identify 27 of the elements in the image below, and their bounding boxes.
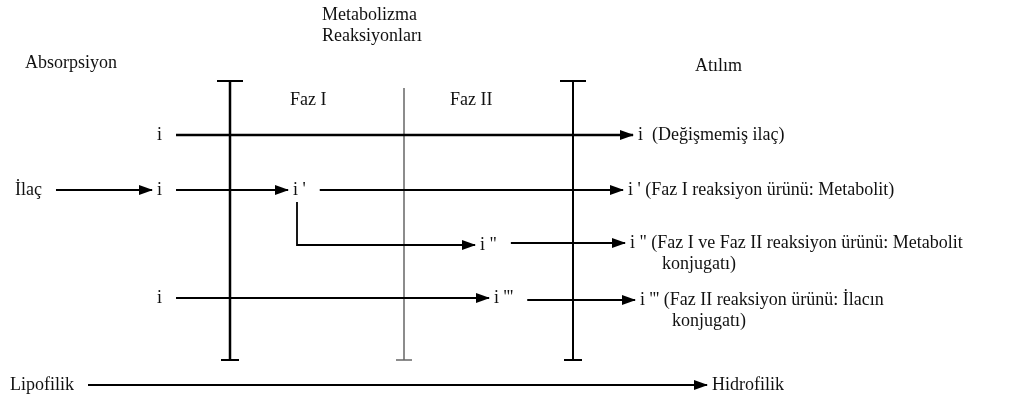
node-label: Lipofilik: [10, 374, 74, 395]
arrow: [318, 185, 624, 195]
node-label: i ''': [494, 287, 514, 308]
arrow: [87, 380, 708, 390]
node-label: i (Değişmemiş ilaç): [638, 124, 785, 145]
arrow: [175, 185, 289, 195]
arrow: [175, 293, 490, 303]
node-label: i: [157, 287, 162, 308]
node-label: i: [157, 124, 162, 145]
node-label: İlaç: [15, 179, 42, 200]
node-label: i: [157, 179, 162, 200]
node-label: Hidrofilik: [712, 374, 784, 395]
node-label: i ': [293, 179, 306, 200]
heading-label: Metabolizma Reaksiyonları: [322, 4, 423, 46]
heading-label: Absorpsiyon: [25, 52, 117, 73]
arrow: [509, 238, 626, 248]
phase-label: Faz II: [450, 89, 493, 110]
node-label: i ": [480, 234, 497, 255]
arrow: [296, 201, 476, 250]
arrow: [176, 130, 634, 140]
node-label: i ' (Faz I reaksiyon ürünü: Metabolit): [628, 179, 895, 200]
arrow: [55, 185, 153, 195]
node-label: i " (Faz I ve Faz II reaksiyon ürünü: Metabolit konjugatı): [630, 232, 980, 274]
heading-label: Atılım: [695, 55, 742, 76]
phase-label: Faz I: [290, 89, 327, 110]
node-label: i ''' (Faz II reaksiyon ürünü: İlacın konjugatı): [640, 289, 940, 331]
arrow: [526, 295, 636, 305]
